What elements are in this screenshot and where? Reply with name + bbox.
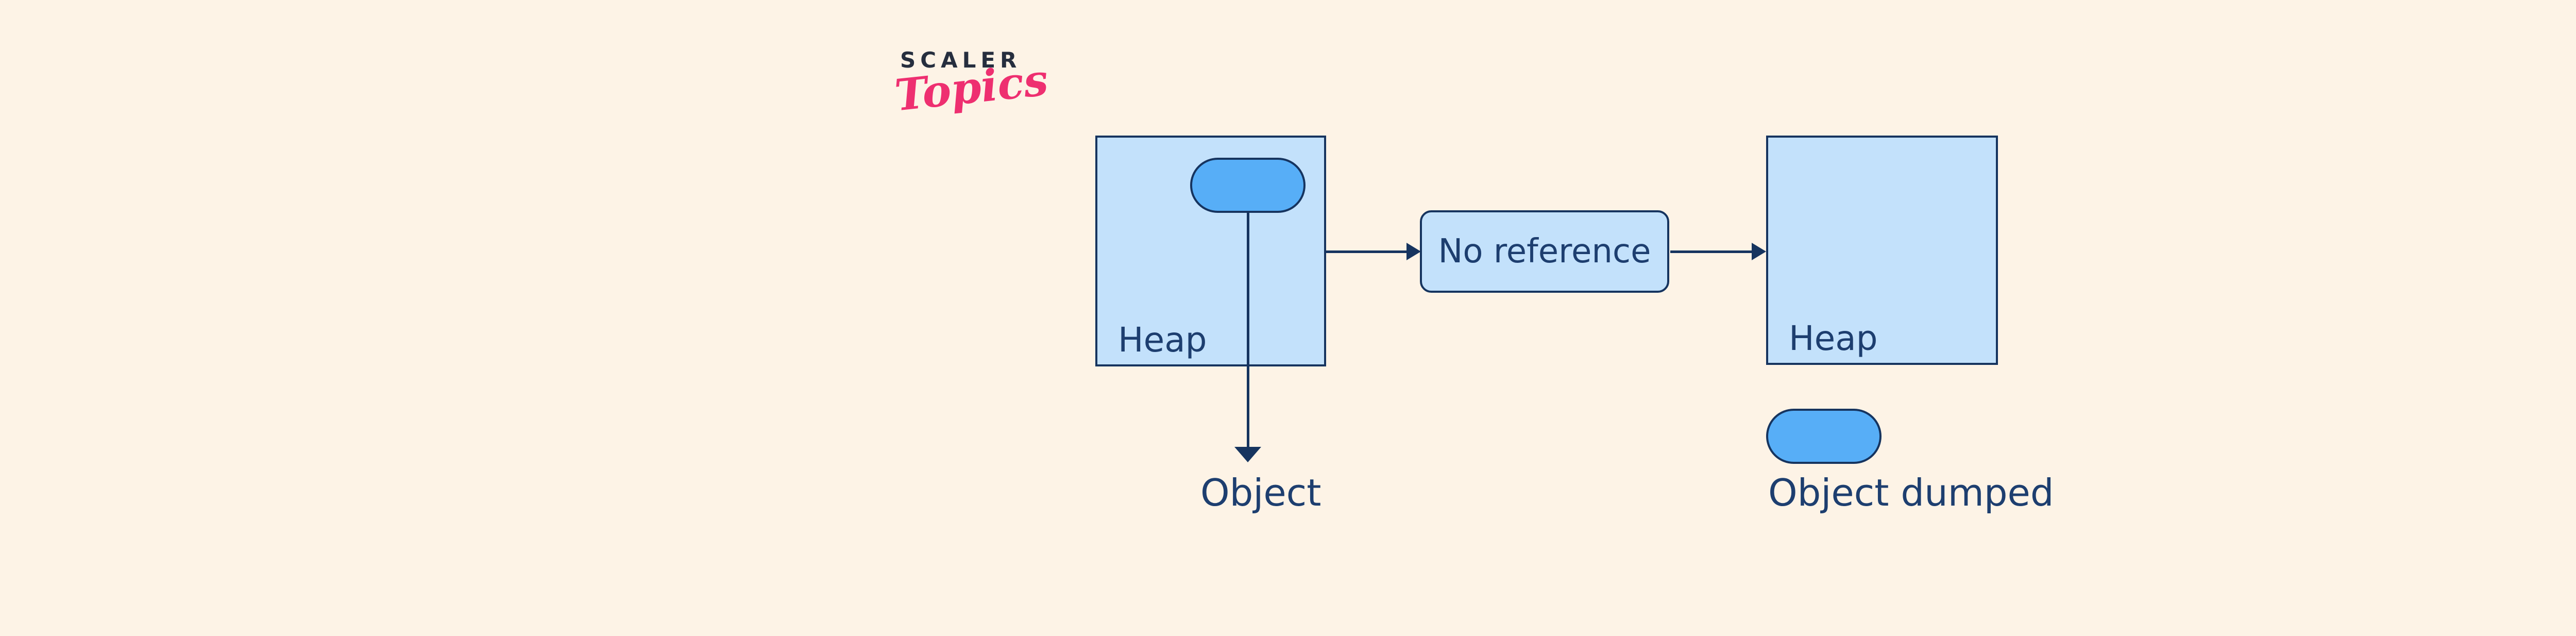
arrow-shaft — [1326, 250, 1409, 253]
logo-brand-text: SCALER — [900, 47, 1022, 73]
no-reference-label: No reference — [1438, 232, 1651, 271]
arrow-down-icon — [1234, 447, 1261, 462]
object-pill — [1190, 158, 1306, 213]
object-dumped-pill — [1766, 409, 1882, 464]
arrow-shaft — [1670, 250, 1754, 253]
logo-product-text: Topics — [892, 54, 1050, 121]
heap-label-left: Heap — [1118, 320, 1207, 360]
object-dumped-caption: Object dumped — [1768, 471, 2054, 514]
arrow-object-pointer — [1233, 211, 1262, 464]
arrow-shaft — [1247, 211, 1249, 448]
arrow-heap-to-noreference — [1326, 243, 1421, 260]
heap-label-right: Heap — [1789, 319, 1878, 358]
arrow-noreference-to-heap — [1670, 243, 1766, 260]
object-caption: Object — [1200, 471, 1321, 514]
scaler-topics-logo: SCALER Topics — [892, 47, 1050, 121]
arrow-right-icon — [1752, 243, 1766, 260]
arrow-right-icon — [1406, 243, 1421, 260]
heap-box-right: Heap — [1766, 136, 1998, 365]
no-reference-box: No reference — [1420, 210, 1669, 293]
